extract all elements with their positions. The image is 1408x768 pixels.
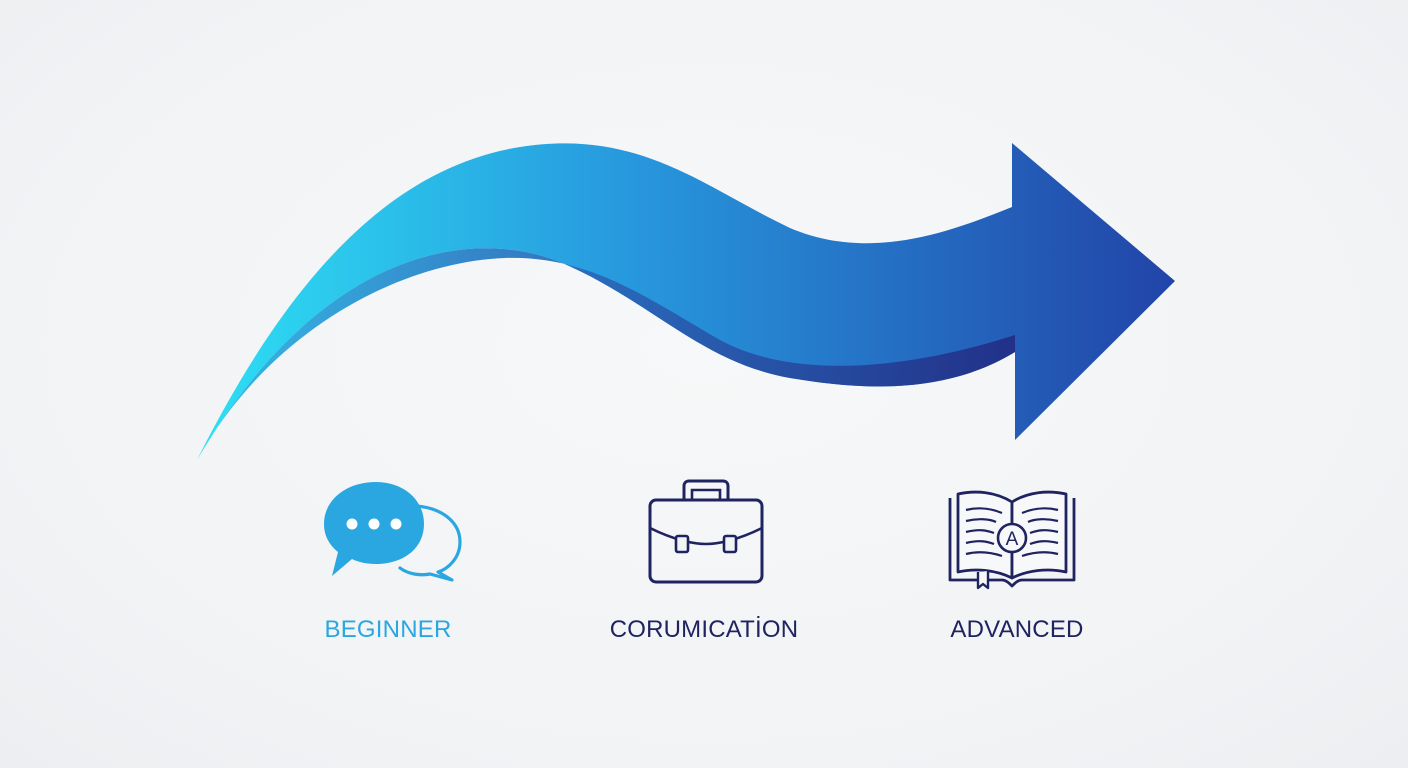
chat-bubbles-icon	[324, 482, 462, 582]
chat-bubble-outline	[398, 504, 462, 582]
stage-label-communication: CORUMICATİON	[609, 616, 799, 643]
book-letter: A	[1006, 529, 1019, 550]
briefcase-icon	[648, 479, 764, 584]
stage-label-beginner: BEGINNER	[324, 616, 452, 643]
open-book-icon: A	[948, 490, 1076, 590]
stage-label-advanced: ADVANCED	[950, 616, 1084, 643]
